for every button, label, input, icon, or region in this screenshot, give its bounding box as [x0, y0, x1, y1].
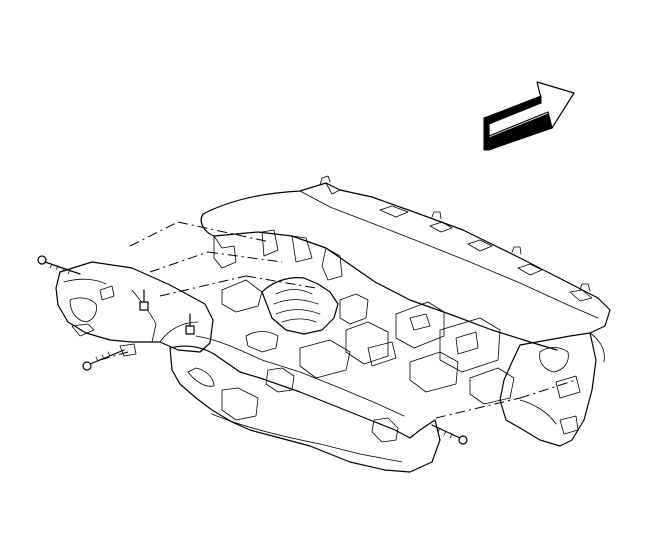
left-side-panel — [55, 261, 214, 357]
center-hvac-ducts — [221, 277, 515, 405]
right-side-panel — [499, 332, 605, 447]
fastener-screw-icon — [37, 255, 468, 445]
lower-trim-panel — [169, 335, 441, 473]
leader-lines — [99, 221, 577, 419]
upper-dash-pad — [200, 175, 611, 351]
inner-support-brackets — [213, 229, 343, 281]
direction-arrow-icon — [483, 81, 575, 151]
